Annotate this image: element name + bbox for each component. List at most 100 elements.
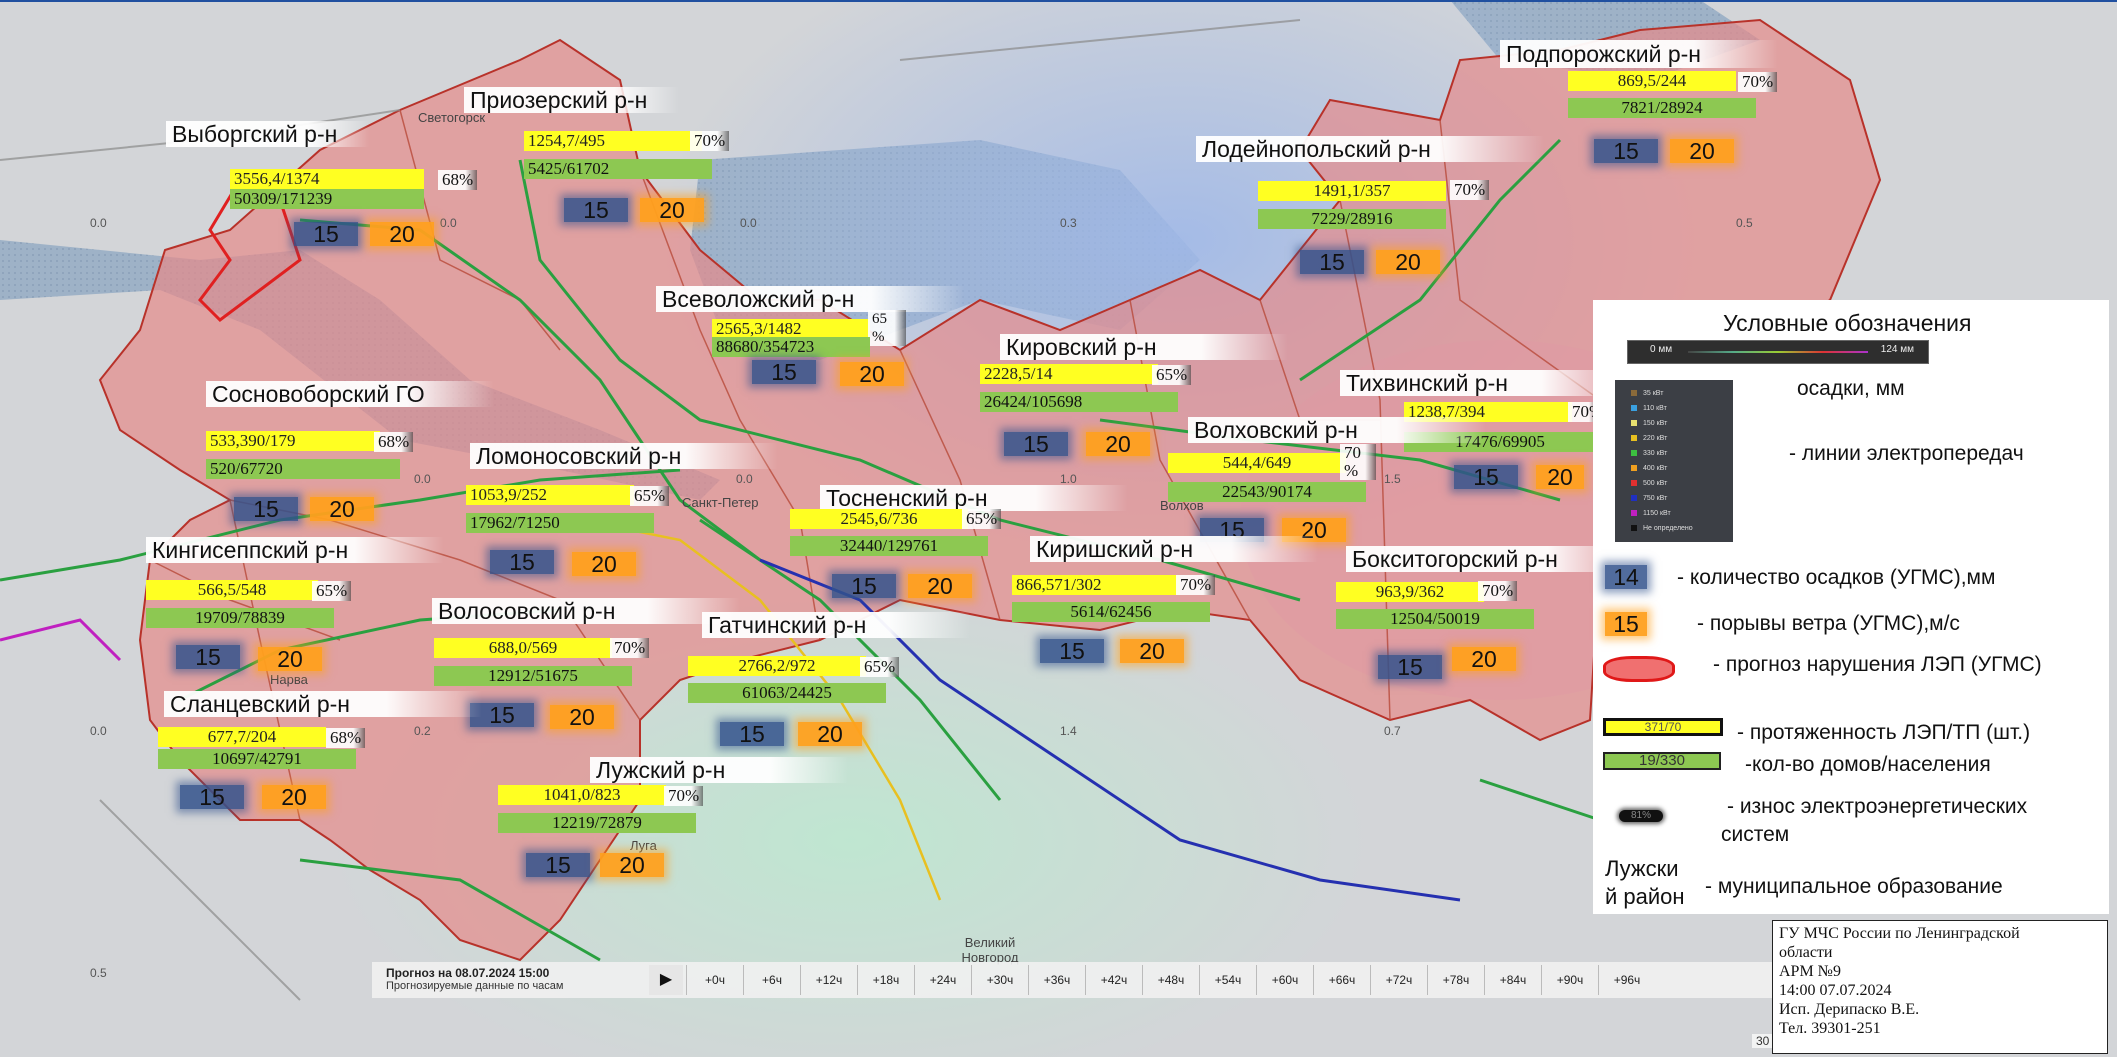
- line-type-35: 35 кВт: [1631, 390, 1663, 397]
- wear-percent: 65%: [860, 657, 900, 677]
- line-type-undefined: Не определено: [1631, 525, 1693, 532]
- timeline-step[interactable]: +18ч: [857, 965, 914, 995]
- precipitation-value: 15: [832, 574, 896, 598]
- timeline-step[interactable]: +12ч: [800, 965, 857, 995]
- gradient-min-label: 0 мм: [1650, 344, 1673, 355]
- district-name[interactable]: Кировский р-н: [1000, 334, 1288, 360]
- line-type-750: 750 кВт: [1631, 495, 1667, 502]
- district-name[interactable]: Приозерский р-н: [464, 87, 680, 113]
- wear-percent: 65%: [962, 509, 1002, 529]
- precipitation-value: 15: [1594, 139, 1658, 163]
- gradient-max-label: 124 мм: [1880, 344, 1914, 355]
- timeline-step[interactable]: +0ч: [686, 965, 743, 995]
- district-name[interactable]: Всеволожский р-н: [656, 286, 964, 312]
- wind-gust-value: 20: [1452, 647, 1516, 671]
- lep-length: 544,4/649: [1168, 453, 1346, 473]
- wear-percent: 70%: [1738, 72, 1778, 92]
- houses-population: 7229/28916: [1258, 209, 1446, 229]
- district-name[interactable]: Подпорожский р-н: [1500, 40, 1778, 68]
- wear-percent: 70%: [610, 638, 650, 658]
- timeline-step[interactable]: +36ч: [1028, 965, 1085, 995]
- stamp-line: области: [1779, 944, 1833, 961]
- houses-population: 5614/62456: [1012, 602, 1210, 622]
- timeline-step[interactable]: +72ч: [1370, 965, 1427, 995]
- place-luga: Луга: [630, 838, 657, 853]
- district-name[interactable]: Волосовский р-н: [432, 598, 740, 624]
- wear-percent: 70%: [1478, 581, 1518, 601]
- grid-value: 1.0: [1060, 472, 1077, 486]
- timeline-step[interactable]: +6ч: [743, 965, 800, 995]
- district-name[interactable]: Гатчинский р-н: [702, 612, 970, 638]
- timeline-step[interactable]: +66ч: [1313, 965, 1370, 995]
- stamp-line: 14:00 07.07.2024: [1779, 982, 1892, 999]
- map-scale: 30: [1752, 1034, 1774, 1048]
- timeline-step[interactable]: +48ч: [1142, 965, 1199, 995]
- district-name[interactable]: Тихвинский р-н: [1340, 370, 1628, 396]
- district-name[interactable]: Тосненский р-н: [820, 485, 1128, 511]
- wind-gust-value: 20: [550, 705, 614, 729]
- timeline-step[interactable]: +96ч: [1598, 965, 1655, 995]
- district-name[interactable]: Кингисеппский р-н: [146, 537, 444, 563]
- district-name[interactable]: Лодейнопольский р-н: [1196, 136, 1544, 162]
- lep-length: 869,5/244: [1568, 71, 1736, 91]
- timeline-step[interactable]: +84ч: [1484, 965, 1541, 995]
- wind-gust-value: 20: [1536, 465, 1584, 489]
- wear-percent: 65%: [1152, 365, 1192, 385]
- district-name[interactable]: Сланцевский р-н: [164, 691, 482, 717]
- place-novgorod: Великий Новгород: [961, 935, 1019, 965]
- timeline-step[interactable]: +54ч: [1199, 965, 1256, 995]
- line-type-110: 110 кВт: [1631, 405, 1667, 412]
- wind-gust-value: 20: [258, 647, 322, 671]
- precipitation-value: 15: [752, 360, 816, 384]
- precipitation-value: 15: [1004, 432, 1068, 456]
- houses-population: 5425/61702: [524, 159, 712, 179]
- timeline-step[interactable]: +78ч: [1427, 965, 1484, 995]
- stamp-line: Исп. Дерипаско В.Е.: [1779, 1001, 1920, 1018]
- district-name[interactable]: Ломоносовский р-н: [470, 443, 778, 469]
- legend-precip-text: осадки, мм: [1797, 377, 1905, 400]
- legend-wear-label-1: - износ электроэнергетических: [1727, 795, 2028, 818]
- legend-title: Условные обозначения: [1723, 310, 1972, 336]
- play-button[interactable]: ▶: [649, 965, 683, 995]
- district-name[interactable]: Волховский р-н: [1188, 417, 1486, 443]
- district-name[interactable]: Бокситогорский р-н: [1346, 546, 1634, 572]
- precipitation-value: 15: [1040, 639, 1104, 663]
- wear-percent: 70 %: [1340, 444, 1376, 480]
- lep-length: 1053,9/252: [466, 485, 634, 505]
- precipitation-value: 15: [490, 550, 554, 574]
- wind-gust-value: 20: [1376, 250, 1440, 274]
- timeline-step[interactable]: +24ч: [914, 965, 971, 995]
- precipitation-value: 15: [720, 722, 784, 746]
- legend-wear-sample: 81%: [1619, 810, 1663, 822]
- lep-length: 2228,5/14: [980, 364, 1158, 384]
- houses-population: 61063/24425: [688, 683, 886, 703]
- lep-length: 677,7/204: [158, 727, 326, 747]
- wear-percent: 70%: [1176, 575, 1216, 595]
- wind-gust-value: 20: [798, 722, 862, 746]
- wind-gust-value: 20: [600, 853, 664, 877]
- lep-length: 1491,1/357: [1258, 181, 1446, 201]
- district-name[interactable]: Выборгский р-н: [166, 121, 370, 147]
- houses-population: 50309/171239: [230, 189, 424, 209]
- grid-value: 0.0: [90, 724, 107, 738]
- district-name[interactable]: Лужский р-н: [590, 757, 848, 783]
- lep-length: 1041,0/823: [498, 785, 666, 805]
- district-name[interactable]: Киришский р-н: [1030, 536, 1318, 562]
- district-name[interactable]: Сосновоборский ГО: [206, 381, 494, 407]
- lep-length: 3556,4/1374: [230, 169, 424, 189]
- wind-gust-value: 20: [840, 362, 904, 386]
- timeline-step[interactable]: +60ч: [1256, 965, 1313, 995]
- wear-percent: 70%: [1568, 402, 1598, 422]
- timeline-step[interactable]: +30ч: [971, 965, 1028, 995]
- grid-value: 0.5: [90, 966, 107, 980]
- line-type-330: 330 кВт: [1631, 450, 1667, 457]
- wind-gust-value: 20: [1086, 432, 1150, 456]
- wind-gust-value: 20: [908, 574, 972, 598]
- wear-percent: 65%: [312, 581, 352, 601]
- legend-wind-label: - порывы ветра (УГМС),м/с: [1697, 612, 1960, 635]
- timeline-step[interactable]: +42ч: [1085, 965, 1142, 995]
- grid-value: 0.2: [414, 724, 431, 738]
- legend-wear-label-2: систем: [1721, 823, 1790, 846]
- grid-value: 1.5: [1384, 472, 1401, 486]
- timeline-step[interactable]: +90ч: [1541, 965, 1598, 995]
